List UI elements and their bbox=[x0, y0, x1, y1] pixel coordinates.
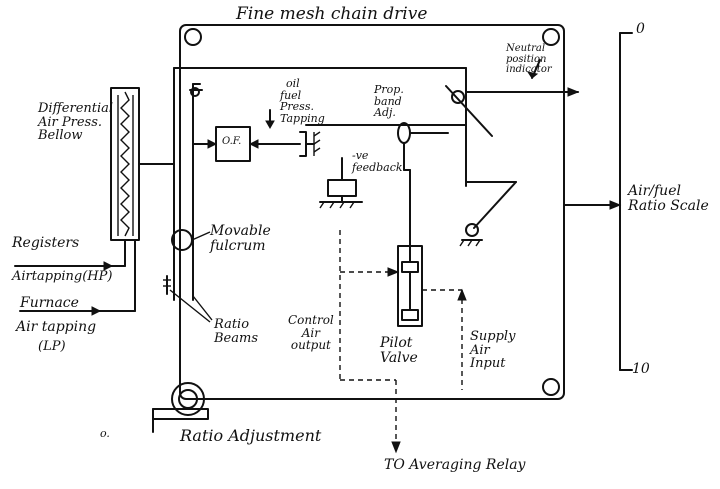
pilot-valve-label: Pilot Valve bbox=[380, 335, 418, 366]
control-air-label: Control Air output bbox=[288, 313, 334, 353]
scale-top-label: 0 bbox=[636, 21, 645, 37]
sprocket-top-right bbox=[542, 28, 560, 46]
movable-fulcrum-label: Movable fulcrum bbox=[210, 223, 271, 254]
air-tapping-lp-label: Air tapping bbox=[16, 319, 97, 335]
lever-pivot bbox=[465, 223, 479, 237]
sprocket-top-left bbox=[184, 28, 202, 46]
ratio-scale-label: Air/fuel Ratio Scale bbox=[628, 183, 709, 214]
negative-feedback-bellow bbox=[327, 179, 357, 197]
furnace-label: Furnace bbox=[20, 295, 79, 311]
sprocket-bottom-right bbox=[542, 378, 560, 396]
pilot-valve-body bbox=[397, 245, 423, 327]
scale-bottom-label: 10 bbox=[632, 361, 650, 377]
prop-band-label: Prop. band Adj. bbox=[374, 83, 404, 120]
ratio-beams-label: Ratio Beams bbox=[214, 317, 258, 346]
diagram-title: Fine mesh chain drive bbox=[236, 4, 428, 24]
differential-bellow bbox=[110, 87, 140, 241]
supply-air-label: Supply Air Input bbox=[470, 329, 516, 372]
feedback-label: -ve feedback bbox=[352, 149, 403, 174]
main-frame bbox=[179, 24, 565, 400]
bellow-label: Differential Air Press. Bellow bbox=[38, 101, 114, 144]
ratio-adjustment-wheel bbox=[171, 382, 205, 416]
lp-label: (LP) bbox=[38, 339, 66, 354]
ratio-adjustment-label: Ratio Adjustment bbox=[180, 426, 322, 445]
stray-mark: o. bbox=[100, 427, 110, 440]
oil-fuel-label: oil fuel Press. Tapping bbox=[280, 77, 325, 125]
of-box-label: O.F. bbox=[222, 136, 242, 147]
averaging-relay-label: TO Averaging Relay bbox=[384, 457, 526, 473]
air-tapping-hp-label: Airtapping(HP) bbox=[12, 269, 113, 284]
registers-label: Registers bbox=[12, 235, 80, 251]
bellow-spring bbox=[120, 91, 130, 237]
neutral-position-label: Neutral position indicator bbox=[506, 43, 552, 75]
